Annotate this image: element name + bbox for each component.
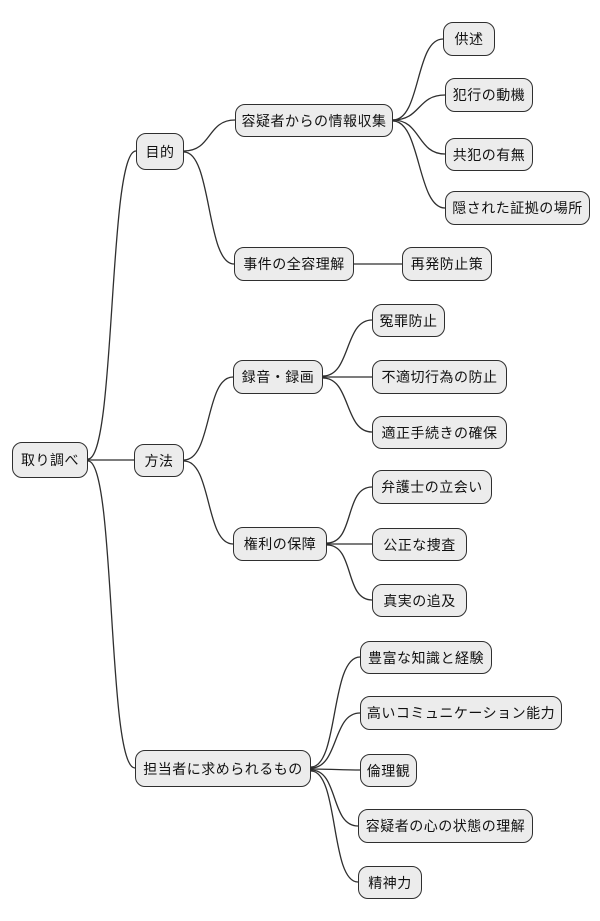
- edge-rights-lawyer: [326, 486, 373, 544]
- edge-info-statement: [392, 38, 444, 121]
- edge-requirements-mental-state: [310, 769, 359, 827]
- node-recording-label: 録音・録画: [241, 369, 315, 385]
- edge-info-accomplices: [392, 119, 446, 155]
- node-communication-skills-label: 高いコミュニケーション能力: [366, 705, 556, 721]
- node-case-understanding-label: 事件の全容理解: [243, 256, 345, 272]
- edge-requirements-ethics: [310, 768, 361, 771]
- node-communication-skills: 高いコミュニケーション能力: [360, 696, 562, 730]
- node-rights-guarantee-label: 権利の保障: [243, 536, 317, 552]
- node-recurrence-prevention: 再発防止策: [402, 247, 492, 281]
- node-misconduct-prevention-label: 不適切行為の防止: [381, 369, 498, 385]
- edge-rights-truth: [326, 544, 373, 601]
- edge-method-recording: [183, 376, 234, 461]
- node-knowledge-experience: 豊富な知識と経験: [360, 641, 492, 674]
- node-mental-strength: 精神力: [358, 866, 422, 899]
- node-recurrence-prevention-label: 再発防止策: [410, 256, 484, 272]
- node-ethics-label: 倫理観: [366, 762, 411, 779]
- node-lawyer-presence-label: 弁護士の立会い: [381, 479, 483, 495]
- edge-purpose-case: [183, 151, 235, 265]
- edge-recording-due-process: [322, 377, 373, 433]
- node-misconduct-prevention: 不適切行為の防止: [372, 360, 507, 394]
- node-info-gathering: 容疑者からの情報収集: [235, 104, 393, 137]
- edge-info-evidence: [392, 120, 446, 209]
- edge-recording-false-charge: [322, 319, 373, 377]
- node-requirements-label: 担当者に求められるもの: [143, 760, 303, 777]
- node-crime-motive: 犯行の動機: [445, 78, 533, 112]
- node-mental-state-understanding-label: 容疑者の心の状態の理解: [365, 818, 526, 834]
- node-knowledge-experience-label: 豊富な知識と経験: [368, 649, 484, 666]
- node-info-gathering-label: 容疑者からの情報収集: [241, 112, 387, 129]
- node-recording: 録音・録画: [233, 360, 323, 394]
- edge-purpose-info: [183, 119, 236, 152]
- node-method-label: 方法: [144, 452, 174, 469]
- edge-requirements-knowledge: [310, 656, 361, 768]
- node-false-charge-prevention-label: 冤罪防止: [379, 312, 438, 329]
- node-case-understanding: 事件の全容理解: [234, 247, 354, 281]
- node-truth-pursuit: 真実の追及: [372, 584, 467, 617]
- node-hidden-evidence: 隠された証拠の場所: [445, 191, 590, 225]
- node-requirements: 担当者に求められるもの: [135, 750, 311, 787]
- edge-method-rights: [183, 460, 234, 545]
- node-purpose: 目的: [136, 133, 184, 170]
- edge-requirements-mental-strength: [310, 770, 359, 883]
- node-due-process-label: 適正手続きの確保: [381, 424, 498, 441]
- node-purpose-label: 目的: [145, 143, 175, 160]
- node-fair-investigation-label: 公正な捜査: [383, 536, 456, 553]
- node-fair-investigation: 公正な捜査: [372, 528, 467, 561]
- node-accomplices-label: 共犯の有無: [452, 146, 526, 163]
- node-root: 取り調べ: [12, 442, 88, 478]
- node-statement: 供述: [443, 22, 495, 56]
- node-accomplices: 共犯の有無: [445, 138, 533, 171]
- node-rights-guarantee: 権利の保障: [233, 527, 327, 561]
- node-root-label: 取り調べ: [21, 452, 79, 468]
- node-due-process: 適正手続きの確保: [372, 416, 507, 449]
- node-mental-state-understanding: 容疑者の心の状態の理解: [358, 809, 533, 843]
- node-false-charge-prevention: 冤罪防止: [372, 304, 445, 337]
- node-lawyer-presence: 弁護士の立会い: [372, 470, 492, 504]
- edge-root-purpose: [87, 150, 137, 460]
- node-statement-label: 供述: [454, 31, 484, 47]
- edge-info-motive: [392, 94, 446, 121]
- node-ethics: 倫理観: [360, 754, 417, 787]
- edge-root-requirements: [87, 460, 136, 769]
- node-crime-motive-label: 犯行の動機: [452, 87, 526, 103]
- node-truth-pursuit-label: 真実の追及: [383, 592, 456, 609]
- node-mental-strength-label: 精神力: [368, 874, 412, 891]
- edge-requirements-communication: [310, 712, 361, 769]
- node-method: 方法: [134, 444, 184, 477]
- node-hidden-evidence-label: 隠された証拠の場所: [452, 200, 583, 216]
